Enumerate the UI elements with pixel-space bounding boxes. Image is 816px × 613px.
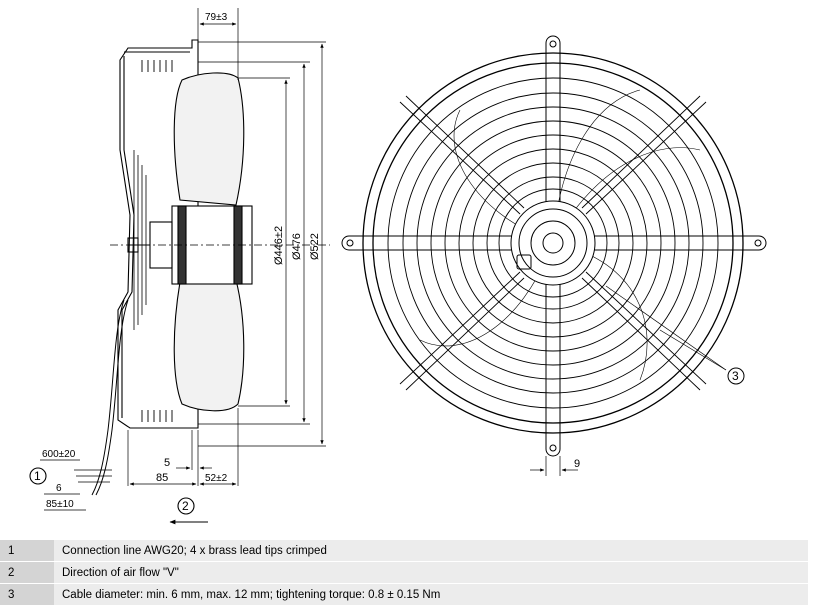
callout-3: 3 [732,369,739,383]
callout-3-circle [727,367,745,385]
callout-1-circle [29,467,47,485]
guard-ring [472,162,634,324]
callout-2-circle [177,497,195,515]
guard-ring [362,52,744,434]
dim-85-10: 85±10 [46,499,74,510]
side-view [29,8,330,525]
connection-cable [95,299,129,496]
guard-ring [444,134,662,352]
dim-6: 6 [56,483,62,494]
dim-85: 85 [156,472,168,484]
dim-d522: Ø522 [309,233,321,260]
technical-drawing: 79±3 Ø446±2 Ø476 Ø522 600±20 6 85±10 5 8… [29,8,767,525]
guard-ring [498,188,608,298]
dim-d446: Ø446±2 [273,226,285,265]
guard-ring [486,176,620,310]
dim-5: 5 [164,457,170,469]
guard-ring [402,92,704,394]
dim-cable-600: 600±20 [42,449,76,460]
guard-ring [458,148,648,338]
legend-description: Cable diameter: min. 6 mm, max. 12 mm; t… [54,583,808,606]
legend-description: Direction of air flow "V" [54,561,808,584]
motor-hub-front [510,200,596,286]
legend-description: Connection line AWG20; 4 x brass lead ti… [54,540,808,562]
callout-2: 2 [182,499,189,513]
guard-ring [430,120,676,366]
dim-52: 52±2 [205,473,228,484]
guard-ring [416,106,690,380]
front-view [341,35,767,476]
guard-ring [372,62,734,424]
guard-ring [387,77,719,409]
housing-outline [117,39,199,429]
dim-79: 79±3 [205,12,228,23]
legend-number: 3 [0,583,54,606]
callout-1: 1 [34,469,41,483]
legend-number: 1 [0,540,54,562]
legend-number: 2 [0,561,54,584]
dim-d476: Ø476 [291,233,303,260]
fan-blade-top [173,72,245,206]
fan-blade-bottom [173,279,245,412]
dim-9: 9 [574,458,580,470]
